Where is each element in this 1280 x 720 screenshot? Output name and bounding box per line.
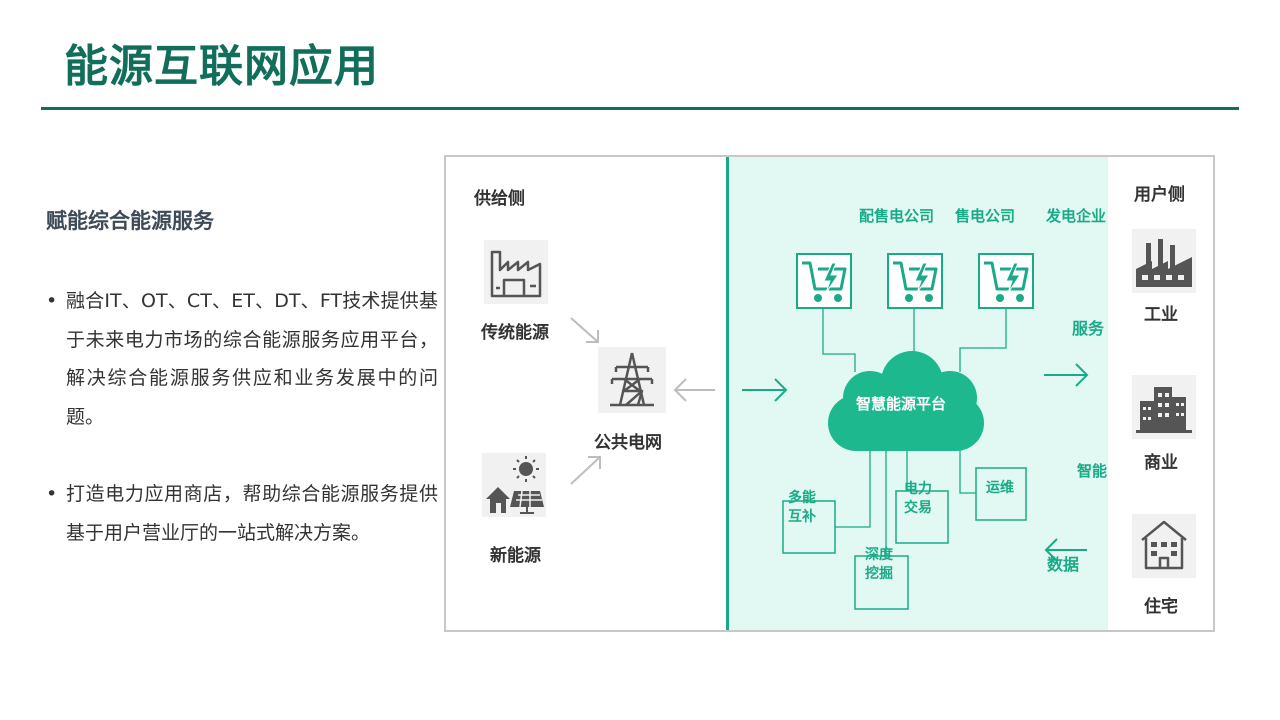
- arrow-platform-to-grid: [673, 378, 715, 402]
- solar-house-icon-glyph: [486, 456, 544, 514]
- factory-icon: [484, 240, 548, 304]
- arrow-renewable-to-grid: [570, 456, 601, 485]
- new-energy-label: 新能源: [490, 546, 541, 566]
- industry-icon-glyph: [1136, 239, 1192, 287]
- flow-label-service: 服务: [1072, 319, 1105, 338]
- bullet-text: 融合IT、OT、CT、ET、DT、FT技术提供基于未来电力市场的综合能源服务应用…: [66, 290, 438, 428]
- zone-divider: [726, 157, 729, 630]
- page-title: 能源互联网应用: [64, 41, 379, 92]
- module-deep-mining: 深度 挖掘: [865, 546, 893, 584]
- cloud-icon: [828, 351, 984, 451]
- bullet-item: • 打造电力应用商店，帮助综合能源服务提供基于用户营业厅的一站式解决方案。: [46, 475, 438, 552]
- user-industry-label: 工业: [1144, 305, 1178, 325]
- section-subtitle: 赋能综合能源服务: [46, 209, 214, 233]
- traditional-energy-label: 传统能源: [481, 323, 549, 343]
- user-side-label: 用户侧: [1134, 185, 1185, 205]
- title-divider: [41, 107, 1239, 110]
- arrow-users-to-platform: [1044, 538, 1087, 562]
- module-line: 运维: [986, 480, 1014, 496]
- factory-icon-glyph: [490, 250, 542, 298]
- module-connectors: [822, 307, 1007, 556]
- company-label: 售电公司: [955, 207, 1016, 225]
- cart-lightning-icon: [887, 253, 943, 309]
- arrow-platform-to-users: [1044, 363, 1089, 387]
- module-boxes: [782, 467, 1027, 610]
- power-tower-icon: [598, 347, 666, 413]
- supply-side-label: 供给侧: [474, 189, 525, 209]
- module-line: 互补: [788, 509, 816, 525]
- green-arrows: [742, 363, 1089, 562]
- bullet-text: 打造电力应用商店，帮助综合能源服务提供基于用户营业厅的一站式解决方案。: [66, 483, 438, 544]
- residential-building-icon: [1132, 514, 1196, 578]
- company-label: 配售电公司: [859, 207, 935, 225]
- supply-arrows: [570, 317, 715, 485]
- module-line: 交易: [904, 500, 932, 516]
- module-multi-energy: 多能 互补: [788, 489, 816, 527]
- industry-icon: [1132, 229, 1196, 293]
- bullet-item: • 融合IT、OT、CT、ET、DT、FT技术提供基于未来电力市场的综合能源服务…: [46, 282, 438, 436]
- module-line: 电力: [904, 481, 932, 497]
- power-tower-icon-glyph: [610, 352, 654, 407]
- module-operations: 运维: [986, 479, 1014, 498]
- module-power-trading: 电力 交易: [904, 480, 932, 518]
- user-commerce-label: 商业: [1144, 453, 1178, 473]
- arrow-grid-to-platform: [742, 378, 788, 402]
- solar-house-icon: [482, 453, 546, 517]
- user-residence-label: 住宅: [1144, 597, 1178, 617]
- flow-label-smart: 智能: [1077, 462, 1108, 480]
- bullet-marker: •: [46, 483, 58, 505]
- office-building-icon-glyph: [1136, 387, 1192, 433]
- cart-lightning-icon: [978, 253, 1034, 309]
- cart-lightning-icon: [796, 253, 852, 309]
- flow-label-data: 数据: [1047, 555, 1080, 574]
- office-building-icon: [1132, 375, 1196, 439]
- arrow-traditional-to-grid: [570, 317, 599, 343]
- company-label: 发电企业: [1046, 207, 1107, 225]
- platform-name: 智慧能源平台: [856, 395, 947, 413]
- bullet-marker: •: [46, 290, 58, 312]
- public-grid-label: 公共电网: [594, 433, 662, 453]
- module-line: 深度: [865, 547, 893, 563]
- residential-building-icon-glyph: [1141, 520, 1187, 570]
- module-line: 多能: [788, 490, 816, 506]
- module-line: 挖掘: [865, 566, 893, 582]
